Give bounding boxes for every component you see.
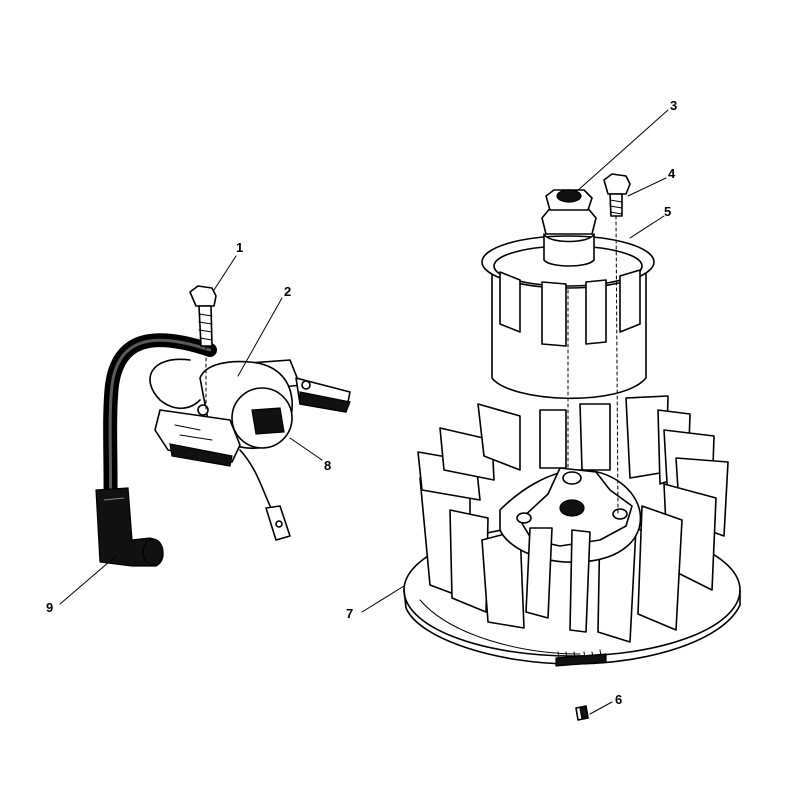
- callout-6: 6: [615, 692, 622, 707]
- screw-icon: [189, 285, 217, 413]
- ignition-coil-icon: [149, 358, 351, 541]
- callout-2: 2: [284, 284, 291, 299]
- callout-9: 9: [46, 600, 53, 615]
- flywheel-icon: [403, 395, 741, 667]
- spark-plug-boot-icon: [95, 333, 217, 567]
- cap-screw-icon: [603, 173, 631, 515]
- callout-8: 8: [324, 458, 331, 473]
- flywheel-key-icon: [575, 705, 589, 721]
- callout-1: 1: [236, 240, 243, 255]
- callout-labels: 1 2 3 4 5 6 7 8 9: [46, 98, 677, 707]
- callout-4: 4: [668, 166, 676, 181]
- callout-7: 7: [346, 606, 353, 621]
- callout-3: 3: [670, 98, 677, 113]
- flywheel-nut-icon: [541, 189, 597, 267]
- callout-5: 5: [664, 204, 671, 219]
- leader-lines: [59, 109, 669, 715]
- starter-cup-icon: [481, 235, 655, 471]
